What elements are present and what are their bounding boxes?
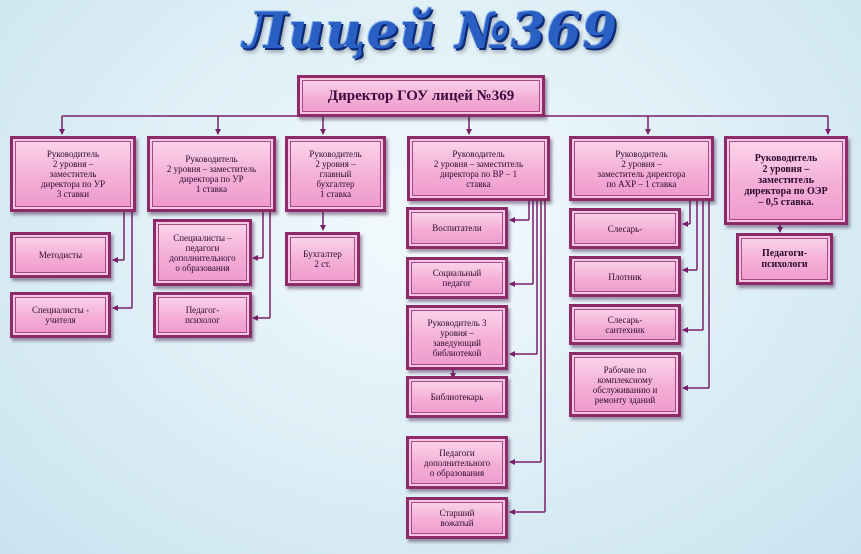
librarian-label: Библиотекарь bbox=[430, 392, 484, 402]
plumber-label: Слесарь- сантехник bbox=[605, 314, 645, 335]
head-accountant-label: Руководитель 2 уровня – главный бухгалте… bbox=[309, 149, 362, 199]
accountant-label: Бухгалтер 2 ст. bbox=[303, 249, 342, 269]
locksmith-box: Слесарь- bbox=[569, 208, 681, 249]
social-pedagogue-label: Социальный педагог bbox=[432, 268, 482, 288]
additional-education-teachers-label: Педагоги дополнительного о образования bbox=[423, 447, 491, 478]
head-accountant-box: Руководитель 2 уровня – главный бухгалте… bbox=[285, 136, 386, 212]
psychologists-box: Педагоги- психологи bbox=[736, 233, 833, 285]
head-ur-1-box: Руководитель 2 уровня – заместитель дире… bbox=[147, 136, 276, 212]
social-pedagogue-box: Социальный педагог bbox=[406, 257, 508, 299]
senior-counselor-box: Старший вожатый bbox=[406, 497, 508, 539]
accountant-box: Бухгалтер 2 ст. bbox=[285, 232, 360, 286]
head-ahr-label: Руководитель 2 уровня – заместитель дире… bbox=[597, 148, 686, 189]
plumber-box: Слесарь- сантехник bbox=[569, 304, 681, 345]
additional-education-specialists-box: Специалисты – педагоги дополнительного о… bbox=[153, 219, 252, 286]
head-vr-label: Руководитель 2 уровня – заместитель дире… bbox=[433, 148, 524, 189]
additional-education-teachers-box: Педагоги дополнительного о образования bbox=[406, 436, 508, 489]
librarian-box: Библиотекарь bbox=[406, 376, 508, 418]
psychologist-box: Педагог- психолог bbox=[153, 292, 252, 338]
psychologist-label: Педагог- психолог bbox=[185, 305, 220, 325]
head-ur-3-label: Руководитель 2 уровня – заместитель дире… bbox=[40, 149, 106, 199]
methodists-label: Методисты bbox=[38, 250, 83, 260]
locksmith-label: Слесарь- bbox=[607, 223, 643, 234]
head-oer-box: Руководитель 2 уровня – заместитель дире… bbox=[724, 136, 848, 225]
head-oer-label: Руководитель 2 уровня – заместитель дире… bbox=[744, 153, 828, 208]
educators-label: Воспитатели bbox=[432, 223, 482, 233]
head-ur-3-box: Руководитель 2 уровня – заместитель дире… bbox=[10, 136, 136, 212]
teachers-box: Специалисты - учителя bbox=[10, 292, 111, 338]
library-head-box: Руководитель 3 уровня – заведующий библи… bbox=[406, 305, 508, 370]
maintenance-workers-box: Рабочие по комплексному обслуживанию и р… bbox=[569, 352, 681, 417]
carpenter-label: Плотник bbox=[608, 271, 642, 282]
educators-box: Воспитатели bbox=[406, 207, 508, 249]
head-vr-box: Руководитель 2 уровня – заместитель дире… bbox=[407, 136, 550, 201]
library-head-label: Руководитель 3 уровня – заведующий библи… bbox=[427, 317, 487, 358]
methodists-box: Методисты bbox=[10, 232, 111, 278]
head-ahr-box: Руководитель 2 уровня – заместитель дире… bbox=[569, 136, 714, 201]
carpenter-box: Плотник bbox=[569, 256, 681, 297]
teachers-label: Специалисты - учителя bbox=[31, 305, 90, 325]
additional-education-specialists-label: Специалисты – педагоги дополнительного о… bbox=[169, 232, 236, 273]
page-title: Лицей №369 bbox=[242, 1, 618, 60]
head-ur-1-label: Руководитель 2 уровня – заместитель дире… bbox=[166, 154, 257, 194]
director-label: Директор ГОУ лицей №369 bbox=[327, 88, 515, 104]
director-box: Директор ГОУ лицей №369 bbox=[297, 75, 545, 117]
senior-counselor-label: Старший вожатый bbox=[439, 508, 475, 528]
psychologists-label: Педагоги- психологи bbox=[761, 248, 808, 270]
maintenance-workers-label: Рабочие по комплексному обслуживанию и р… bbox=[592, 364, 658, 405]
